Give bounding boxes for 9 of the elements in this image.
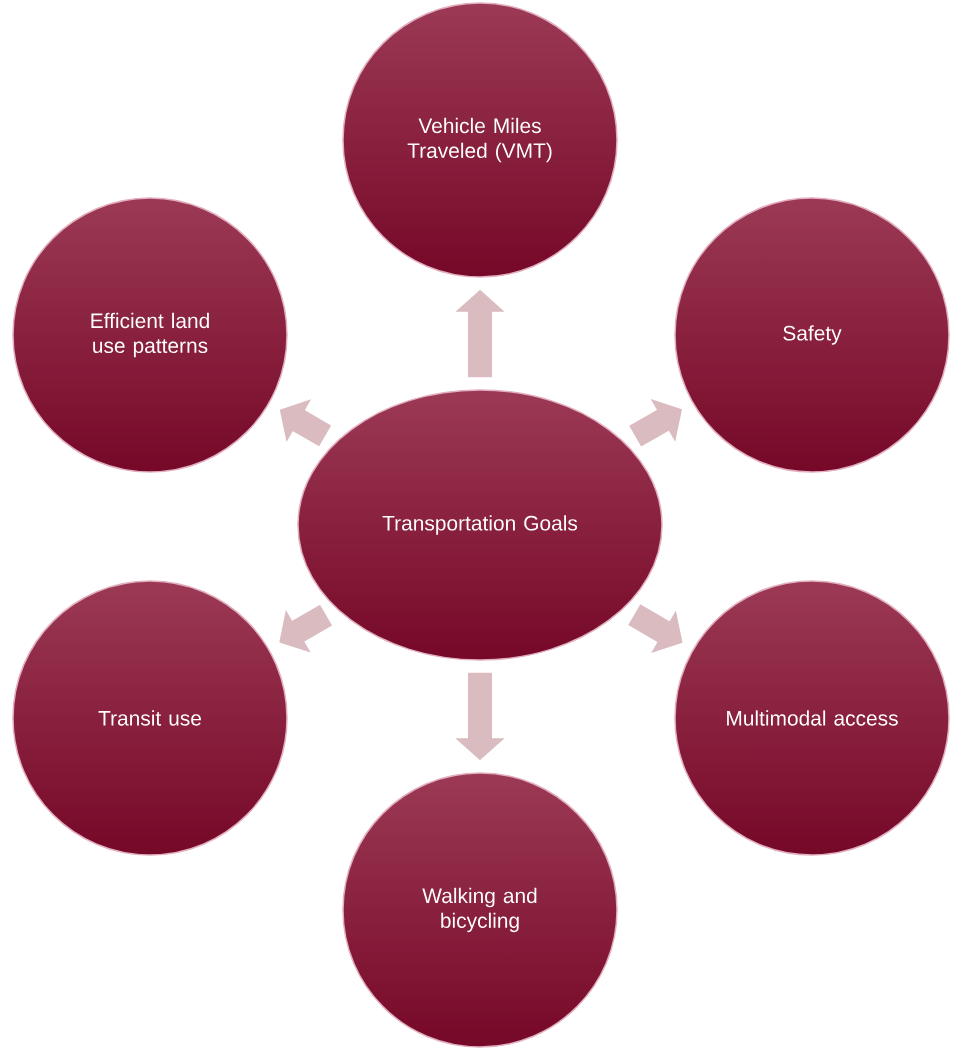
circle-node: Walking and bicycling xyxy=(342,772,618,1048)
ellipse-node: Transportation Goals xyxy=(297,389,663,661)
block-arrow xyxy=(279,604,333,653)
block-arrow xyxy=(629,398,682,447)
circle-node: Multimodal access xyxy=(674,580,950,856)
circle-node: Transit use xyxy=(12,580,288,856)
circle-node: Efficient land use patterns xyxy=(12,197,288,473)
circle-node: Safety xyxy=(674,197,950,473)
circle-node: Vehicle Miles Traveled (VMT) xyxy=(342,2,618,278)
